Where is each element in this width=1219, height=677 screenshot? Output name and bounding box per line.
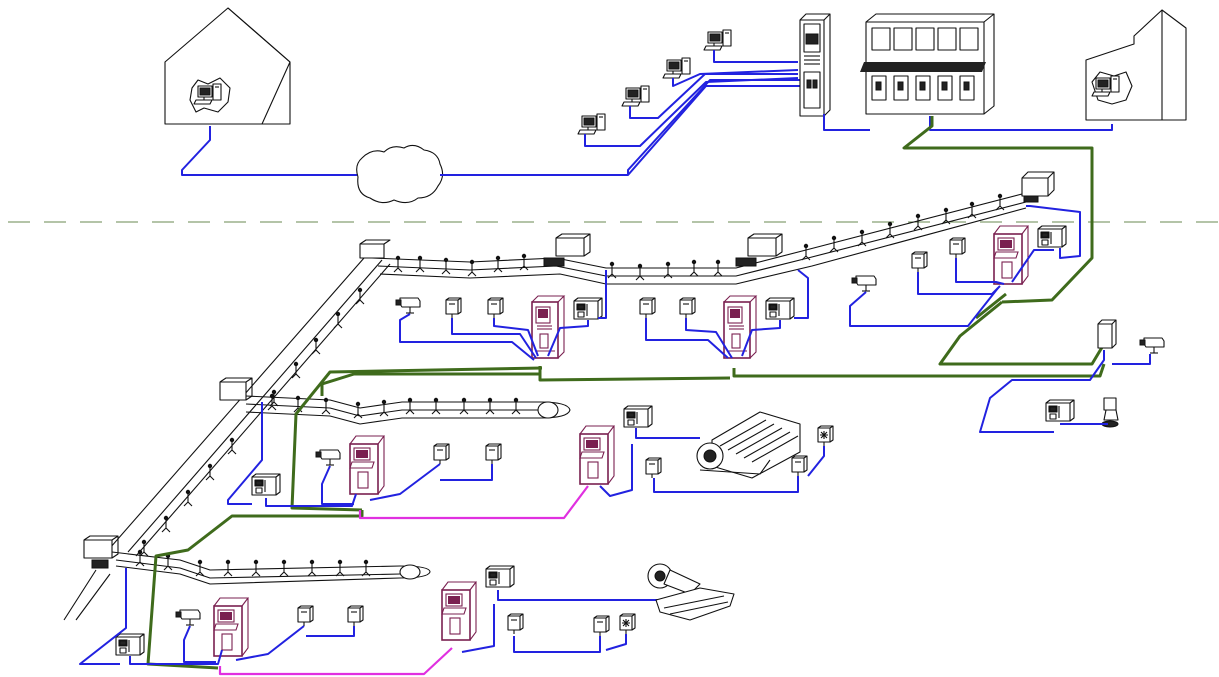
- sensor-box-icon: [347, 605, 364, 627]
- sensor-box-icon: [593, 615, 610, 637]
- switch-cabinet-icon: [579, 425, 615, 485]
- camera-icon: [395, 297, 421, 314]
- fiber-backbone-lines: [146, 292, 1106, 670]
- roadheader-icon: [647, 563, 735, 621]
- sensor-box-icon: [445, 297, 462, 319]
- dispatch-building-icon: [1085, 9, 1187, 121]
- control-box-icon: [765, 297, 795, 320]
- shearer-icon: [696, 411, 801, 479]
- control-box-icon: [1037, 225, 1067, 248]
- control-box-icon: [573, 297, 603, 320]
- camera-icon: [851, 275, 877, 292]
- camera-icon: [315, 449, 341, 466]
- switch-cabinet-icon: [993, 225, 1029, 285]
- pump-icon: [1101, 397, 1119, 428]
- computer-icon: [662, 57, 691, 79]
- sensor-box-icon: [679, 297, 696, 319]
- sensor-box-icon: [911, 251, 928, 273]
- sensor-box-icon: [949, 237, 966, 259]
- switch-cabinet-icon: [349, 435, 385, 495]
- sensor-box-icon: [487, 297, 504, 319]
- face-conveyor-belt-icon: [111, 549, 431, 585]
- sensor-box-icon: [297, 605, 314, 627]
- inclined-conveyor-belt-icon: [63, 239, 391, 621]
- control-box-icon: [115, 633, 145, 656]
- switch-cabinet-icon: [213, 597, 249, 657]
- sensor-box-icon: [433, 443, 450, 465]
- control-room-icon: [860, 13, 995, 115]
- junction-box-icon: [1097, 319, 1117, 349]
- control-panel-icon: [645, 457, 662, 479]
- computer-icon: [703, 29, 732, 51]
- server-rack-icon: [799, 13, 831, 117]
- lamp-icon: [619, 613, 636, 635]
- main-conveyor-belt-icon: [371, 171, 1055, 285]
- switch-cabinet-icon: [531, 295, 565, 359]
- switch-cabinet-icon: [441, 581, 477, 641]
- sensor-box-icon: [791, 455, 808, 477]
- switch-cabinet-icon: [723, 295, 757, 359]
- computer-icon: [621, 85, 650, 107]
- lamp-icon: [817, 425, 834, 447]
- sensor-box-icon: [485, 443, 502, 465]
- sensor-box-icon: [639, 297, 656, 319]
- camera-icon: [1139, 337, 1165, 354]
- control-box-icon: [251, 473, 281, 496]
- computer-icon: [577, 113, 606, 135]
- office-building-icon: [164, 7, 291, 125]
- camera-icon: [175, 609, 201, 626]
- control-box-icon: [485, 565, 515, 588]
- control-panel-icon: [507, 613, 524, 635]
- control-box-icon: [623, 405, 653, 428]
- control-box-icon: [1045, 399, 1075, 422]
- cloud-icon: [356, 144, 444, 204]
